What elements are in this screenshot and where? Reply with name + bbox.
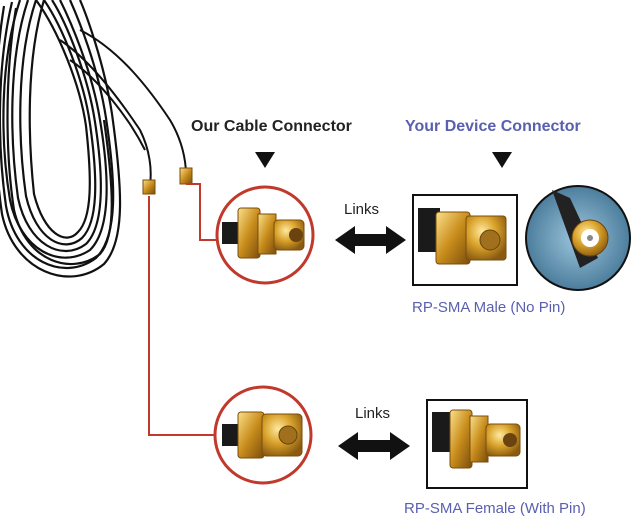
our-connector-bottom-circle xyxy=(213,385,313,485)
leader-lines xyxy=(148,183,225,436)
rp-sma-male-detail-circle xyxy=(525,185,631,291)
cable-runs xyxy=(59,29,187,186)
links-label-top: Links xyxy=(344,201,380,218)
your-device-connector-heading: Your Device Connector xyxy=(405,118,581,135)
cable-coil xyxy=(0,0,122,278)
links-label-bottom: Links xyxy=(355,405,391,422)
rp-sma-male-photo xyxy=(412,194,518,286)
double-arrow-bottom xyxy=(338,432,410,460)
rp-sma-female-caption: RP-SMA Female (With Pin) xyxy=(404,500,586,517)
pointer-triangle-left xyxy=(255,152,275,168)
rp-sma-female-photo xyxy=(426,399,528,489)
cable-end-connectors xyxy=(142,167,193,195)
pointer-triangle-right xyxy=(492,152,512,168)
rp-sma-male-caption: RP-SMA Male (No Pin) xyxy=(412,299,566,316)
our-connector-top-circle xyxy=(215,185,315,285)
our-cable-connector-heading: Our Cable Connector xyxy=(191,118,352,135)
double-arrow-top xyxy=(335,226,406,254)
